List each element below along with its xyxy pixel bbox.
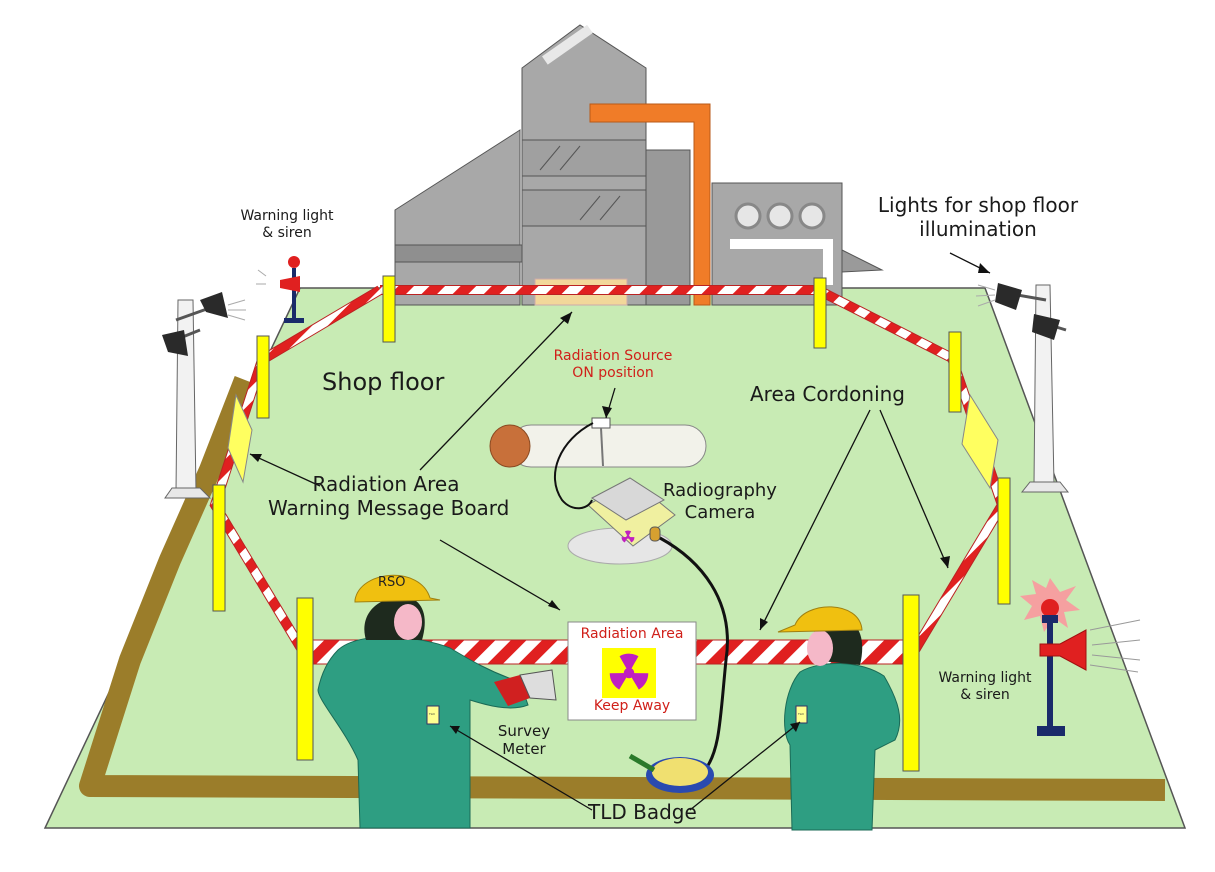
helmet-icon [354, 574, 441, 603]
warning-light-right [1020, 578, 1141, 736]
cordon-posts [212, 275, 1011, 772]
label-line: Lights for shop floor [877, 193, 1079, 217]
floodlight-icon [995, 283, 1022, 310]
label-rso: RSO [378, 575, 406, 590]
warning-board-right [961, 393, 999, 490]
label-survey-meter: Survey Meter [492, 722, 556, 758]
worker-operator [777, 606, 901, 831]
guide-tube [553, 422, 594, 510]
label-line: illumination [919, 217, 1037, 241]
label-line: Warning light [938, 670, 1032, 686]
warning-light-icon [1041, 599, 1059, 617]
label-area-cordoning: Area Cordoning [750, 382, 905, 406]
label-line: Survey [497, 722, 551, 740]
floodlight-tower-right [975, 283, 1070, 493]
label-line: & siren [960, 686, 1010, 703]
warning-board-left [227, 393, 253, 484]
control-reel [628, 753, 714, 793]
sign-title: Radiation Area [580, 626, 684, 642]
label-line: Warning Message Board [268, 496, 510, 520]
survey-meter [494, 675, 530, 706]
floodlight-icon [162, 330, 188, 356]
label-line: & siren [262, 224, 312, 241]
siren-icon [280, 276, 300, 292]
label-line: Radiation Source [553, 348, 673, 364]
helmet-icon [777, 606, 863, 633]
label-line: Radiation Area [312, 472, 460, 496]
label-line: Radiography [663, 480, 777, 501]
radiation-sign-board [567, 621, 697, 721]
sign-footer: Keep Away [593, 698, 671, 714]
worker-rso [317, 574, 557, 829]
label-line: Meter [502, 740, 546, 758]
label-radiography-camera: Radiography Camera [652, 480, 788, 523]
factory-building [394, 24, 884, 306]
floodlight-tower-left [162, 292, 246, 499]
crane [589, 103, 711, 306]
radiography-camera [567, 477, 676, 565]
floor-pathway [79, 376, 1166, 801]
warning-light-left [256, 256, 304, 323]
floodlight-icon [200, 292, 228, 318]
arrow-heads [250, 263, 990, 734]
tld-badge-rso: TLD [429, 712, 435, 716]
label-warning-message-board: Radiation Area Warning Message Board [268, 472, 510, 520]
label-line: ON position [572, 364, 654, 381]
siren-icon [1039, 629, 1087, 671]
floodlight-icon [1032, 314, 1060, 340]
control-cable [659, 536, 729, 771]
label-shop-floor: Shop floor [322, 368, 445, 396]
label-line: Camera [684, 501, 756, 523]
label-tld-badge: TLD Badge [588, 800, 697, 824]
label-shop-floor-lights: Lights for shop floor illumination [868, 193, 1088, 241]
label-warning-light-left: Warning light & siren [240, 208, 334, 242]
label-radiation-source: Radiation Source ON position [548, 348, 678, 382]
label-warning-light-right: Warning light & siren [928, 670, 1042, 704]
warning-light-icon [288, 256, 300, 268]
label-line: Warning light [240, 208, 334, 224]
pointer-arrows [249, 252, 991, 811]
tld-badge-operator: TLD [798, 712, 804, 716]
